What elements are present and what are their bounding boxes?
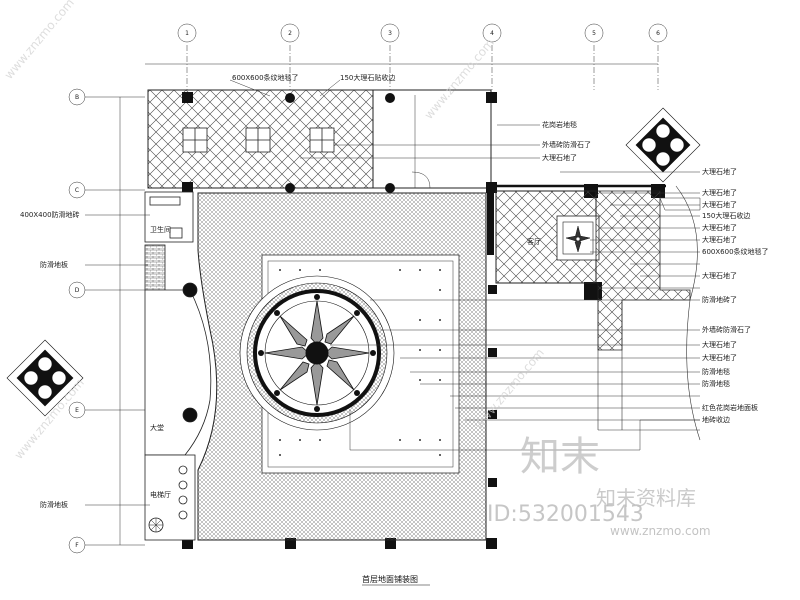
watermark-brand-full: 知末资料库 xyxy=(596,486,696,510)
watermark-diagonal-2: www.znzmo.com xyxy=(2,0,77,82)
grid-label-top-3: 3 xyxy=(388,30,392,37)
label-r8: 大理石地了 xyxy=(702,223,737,232)
label-top-1: 600X600条纹地毯了 xyxy=(232,73,299,82)
grid-label-left-e: E xyxy=(75,407,79,414)
floor-medallion xyxy=(239,275,395,431)
grid-left xyxy=(68,88,145,554)
index-diamond-left xyxy=(6,339,84,417)
grid-label-left-c: C xyxy=(75,187,79,194)
compass-rose-icon xyxy=(565,225,591,253)
grid-label-left-f: F xyxy=(75,542,79,549)
label-top-2: 150大理石贴收边 xyxy=(340,73,395,82)
upper-room xyxy=(147,89,492,189)
leader-lines xyxy=(85,79,700,506)
main-hall xyxy=(197,192,487,541)
grid-label-top-1: 1 xyxy=(185,30,189,37)
label-r4: 大理石地了 xyxy=(702,167,737,176)
structural-columns xyxy=(182,92,665,549)
room-label-1: 卫生间 xyxy=(150,225,171,234)
label-r7: 150大理石收边 xyxy=(702,211,750,220)
label-r6: 大理石地了 xyxy=(702,200,737,209)
label-r11: 大理石地了 xyxy=(702,271,737,280)
grid-label-left-d: D xyxy=(75,287,80,294)
label-r2: 外墙砖防滑石了 xyxy=(542,140,591,149)
grid-label-top-2: 2 xyxy=(288,30,292,37)
watermark-url: www.znzmo.com xyxy=(610,524,711,538)
label-l2: 防滑地板 xyxy=(40,260,68,269)
grid-label-left-b: B xyxy=(75,94,79,101)
room-label-4: 电梯厅 xyxy=(150,490,171,499)
drawing-labels: 600X600条纹地毯了 150大理石贴收边 花岗岩地毯 外墙砖防滑石了 大理石… xyxy=(20,73,769,586)
label-l1: 400X400防滑地砖 xyxy=(20,210,80,219)
label-r17: 防滑地毯 xyxy=(702,379,730,388)
furniture-set xyxy=(182,127,335,153)
label-r14: 大理石地了 xyxy=(702,340,737,349)
drawing-title: 首层地面铺装图 xyxy=(362,574,418,584)
label-r16: 防滑地毯 xyxy=(702,367,730,376)
label-r13: 外墙砖防滑石了 xyxy=(702,325,751,334)
grid-label-top-4: 4 xyxy=(490,30,494,37)
room-label-3: 大堂 xyxy=(150,423,164,432)
label-r18: 红色花岗岩地面板 xyxy=(702,403,758,412)
label-r9: 大理石地了 xyxy=(702,235,737,244)
grid-label-top-6: 6 xyxy=(656,30,660,37)
right-wing xyxy=(487,184,701,441)
label-l3: 防滑地板 xyxy=(40,500,68,509)
left-service-rooms xyxy=(144,191,212,541)
label-r15: 大理石地了 xyxy=(702,353,737,362)
label-r3: 大理石地了 xyxy=(542,153,577,162)
label-r10: 600X600条纹地毯了 xyxy=(702,247,769,256)
label-r1: 花岗岩地毯 xyxy=(542,120,577,129)
label-r12: 防滑地砖了 xyxy=(702,295,737,304)
label-r19: 地砖收边 xyxy=(702,415,730,424)
grid-label-top-5: 5 xyxy=(592,30,596,37)
label-r5: 大理石地了 xyxy=(702,188,737,197)
watermark-brand-cn: 知末 xyxy=(520,434,600,480)
watermark-id: ID:532001543 xyxy=(487,502,644,527)
grid-top xyxy=(145,23,668,90)
room-label-2: 客厅 xyxy=(527,237,541,246)
index-diamond-right xyxy=(625,107,701,183)
